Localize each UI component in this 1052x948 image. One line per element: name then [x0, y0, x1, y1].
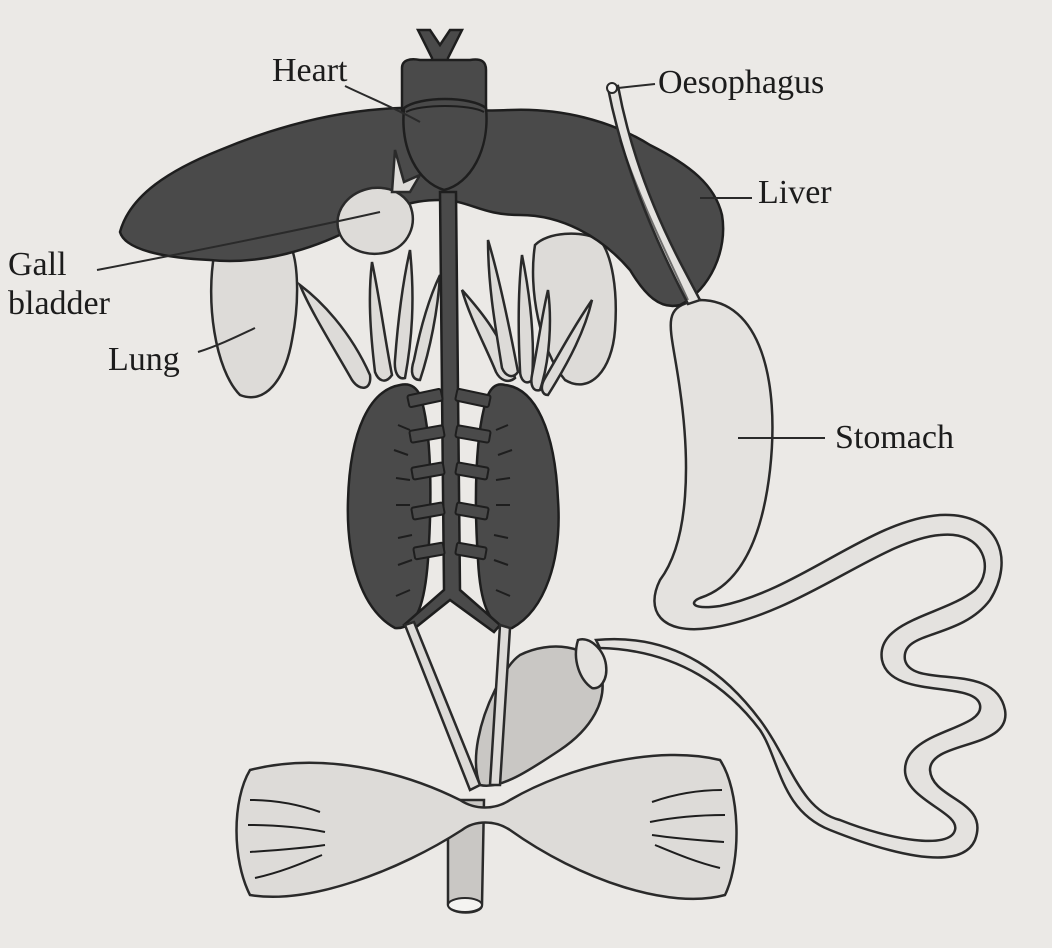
- label-heart: Heart: [272, 52, 348, 89]
- oesophagus: [606, 82, 702, 306]
- heart: [400, 28, 488, 192]
- label-oesophagus: Oesophagus: [658, 64, 824, 101]
- label-gall-bladder-line2: bladder: [8, 285, 111, 322]
- fat-bodies: [297, 239, 594, 397]
- lung-leader: [197, 327, 256, 353]
- label-liver: Liver: [758, 174, 832, 211]
- gall-bladder-leader: [96, 211, 381, 271]
- leader-lines: [96, 83, 825, 439]
- oesophagus-leader: [617, 83, 656, 89]
- dorsal-aorta: [402, 190, 502, 634]
- kidney-right: [474, 383, 560, 630]
- duodenum: [574, 638, 608, 690]
- label-stomach: Stomach: [835, 419, 954, 456]
- gall-bladder: [336, 149, 424, 255]
- stomach-intestine: [594, 298, 1007, 859]
- labels: Heart Oesophagus Liver Gall bladder Lung…: [8, 52, 954, 456]
- lung-left: [209, 237, 299, 399]
- gonads: [235, 753, 738, 901]
- heart-leader: [344, 85, 421, 123]
- ureters: [403, 620, 512, 792]
- lungs: [209, 232, 617, 399]
- label-lung: Lung: [108, 341, 180, 378]
- label-gall-bladder-line1: Gall: [8, 246, 67, 283]
- kidneys: [346, 383, 560, 630]
